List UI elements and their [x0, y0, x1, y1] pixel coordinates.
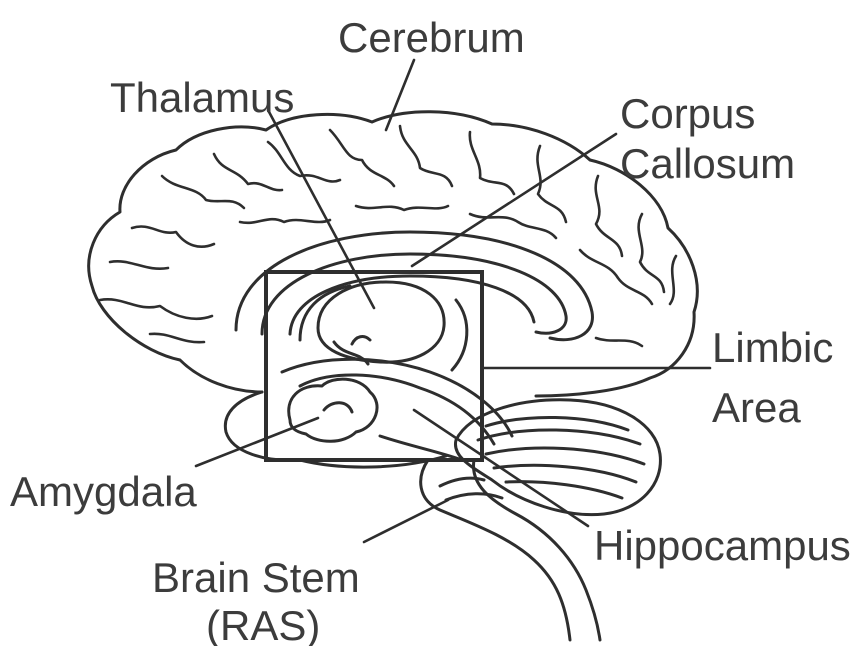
thalamus-shape	[300, 282, 467, 370]
corpus-callosum-label-line2: Callosum	[620, 140, 795, 187]
brain-stem-label-line2: (RAS)	[206, 602, 320, 646]
cerebrum-leader-line	[386, 60, 414, 130]
brain-stem-leader-line	[364, 500, 448, 542]
brain-stem-label-line1: Brain Stem	[152, 554, 360, 601]
limbic-area-label-line2: Area	[712, 384, 801, 431]
amygdala-label: Amygdala	[10, 468, 197, 515]
hippocampus-label: Hippocampus	[594, 522, 851, 569]
amygdala-shape	[289, 379, 377, 441]
thalamus-leader-line	[268, 110, 374, 308]
hippocampus-shape	[282, 359, 512, 460]
corpus-callosum-label-line1: Corpus	[620, 90, 755, 137]
cerebrum-outline	[89, 112, 698, 467]
limbic-area-label-line1: Limbic	[712, 324, 833, 371]
thalamus-label: Thalamus	[110, 74, 294, 121]
cerebrum-label: Cerebrum	[338, 14, 525, 61]
